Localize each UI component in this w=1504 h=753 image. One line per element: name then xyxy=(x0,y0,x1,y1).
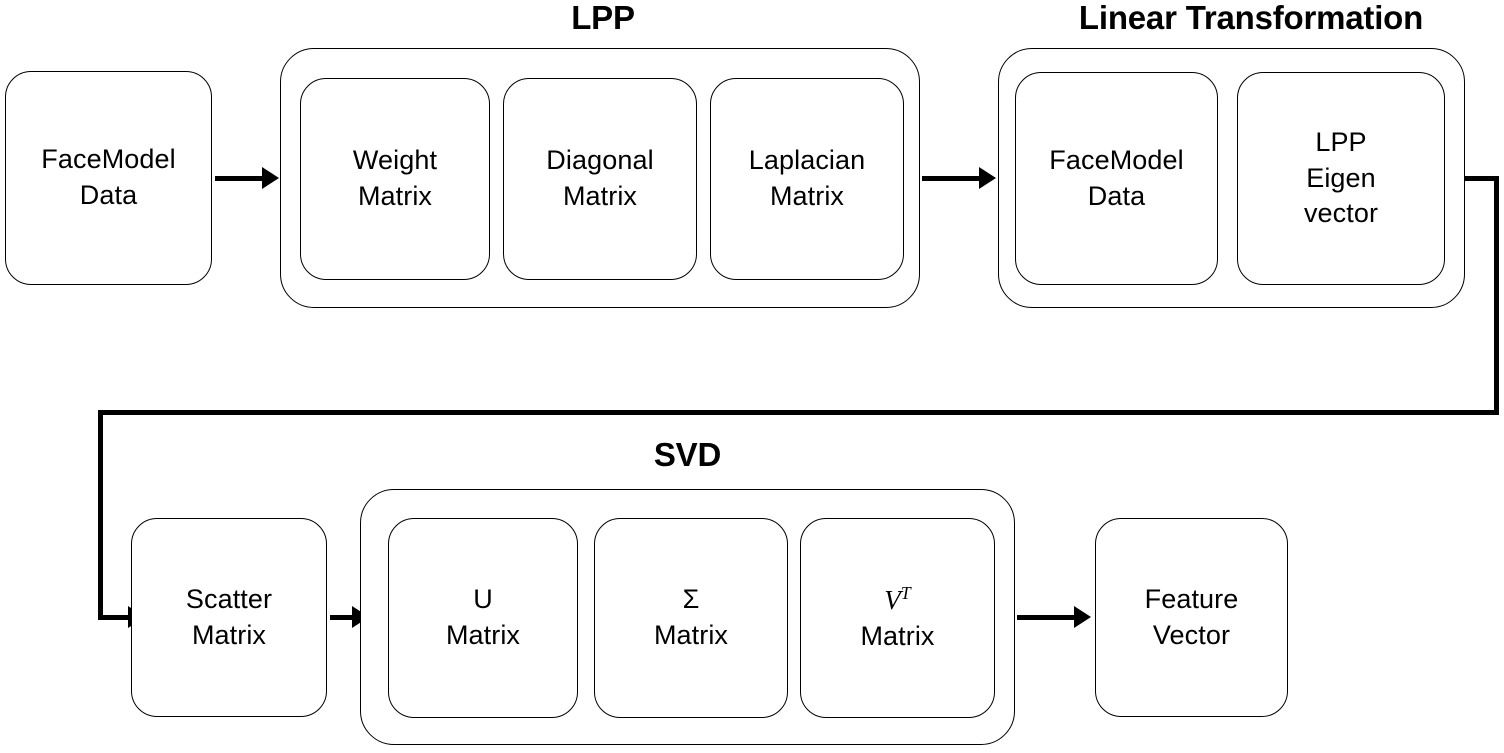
node-label: FaceModel Data xyxy=(1049,144,1184,211)
connector-lt-to-scatter-segment-top-right xyxy=(1465,176,1499,181)
node-facemodel-data-input[interactable]: FaceModel Data xyxy=(5,71,212,285)
arrow-svd-to-feature-vector-head xyxy=(1074,606,1091,628)
arrow-lpp-to-lineartransform-head xyxy=(979,167,996,189)
arrow-svd-to-feature-vector-line xyxy=(1017,615,1075,620)
vt-matrix-symbol: VT xyxy=(884,582,911,615)
node-weight-matrix[interactable]: Weight Matrix xyxy=(300,78,490,280)
node-vt-matrix[interactable]: VT Matrix xyxy=(800,518,995,718)
group-title-lpp: LPP xyxy=(571,0,635,36)
group-title-linear-transformation: Linear Transformation xyxy=(1078,0,1424,36)
node-facemodel-data-linear-transformation[interactable]: FaceModel Data xyxy=(1015,72,1218,285)
arrow-input-to-lpp-head xyxy=(262,167,279,189)
node-label: Laplacian Matrix xyxy=(748,145,866,211)
arrow-scatter-to-svd-line xyxy=(330,615,358,620)
node-label: Weight Matrix xyxy=(352,145,438,211)
node-diagonal-matrix[interactable]: Diagonal Matrix xyxy=(503,78,697,280)
node-label: Diagonal Matrix xyxy=(546,145,654,211)
group-title-svd: SVD xyxy=(653,436,722,473)
node-u-matrix[interactable]: U Matrix xyxy=(388,518,578,718)
arrow-lpp-to-lineartransform-line xyxy=(922,176,980,181)
vt-matrix-symbol-base: V xyxy=(884,584,901,615)
arrow-input-to-lpp-line xyxy=(215,176,263,181)
node-label: FaceModel Data xyxy=(41,144,176,210)
node-label: LPP Eigen vector xyxy=(1303,127,1379,229)
node-feature-vector[interactable]: Feature Vector xyxy=(1095,518,1288,717)
node-scatter-matrix[interactable]: Scatter Matrix xyxy=(131,518,327,717)
connector-lt-to-scatter-segment-horizontal xyxy=(98,410,1499,415)
node-laplacian-matrix[interactable]: Laplacian Matrix xyxy=(710,78,904,280)
node-label: U Matrix xyxy=(445,584,521,650)
connector-lt-to-scatter-segment-left-vertical xyxy=(98,410,103,617)
node-label: Σ Matrix xyxy=(653,584,729,650)
node-label: Matrix xyxy=(860,620,935,651)
node-lpp-eigen-vector[interactable]: LPP Eigen vector xyxy=(1237,72,1445,285)
connector-lt-to-scatter-segment-bottom-left xyxy=(98,615,131,620)
node-label: Feature Vector xyxy=(1144,583,1239,650)
node-sigma-matrix[interactable]: Σ Matrix xyxy=(594,518,788,718)
node-label: Scatter Matrix xyxy=(185,583,273,650)
vt-matrix-symbol-superscript: T xyxy=(900,582,911,603)
connector-lt-to-scatter-segment-right-vertical xyxy=(1494,176,1499,415)
